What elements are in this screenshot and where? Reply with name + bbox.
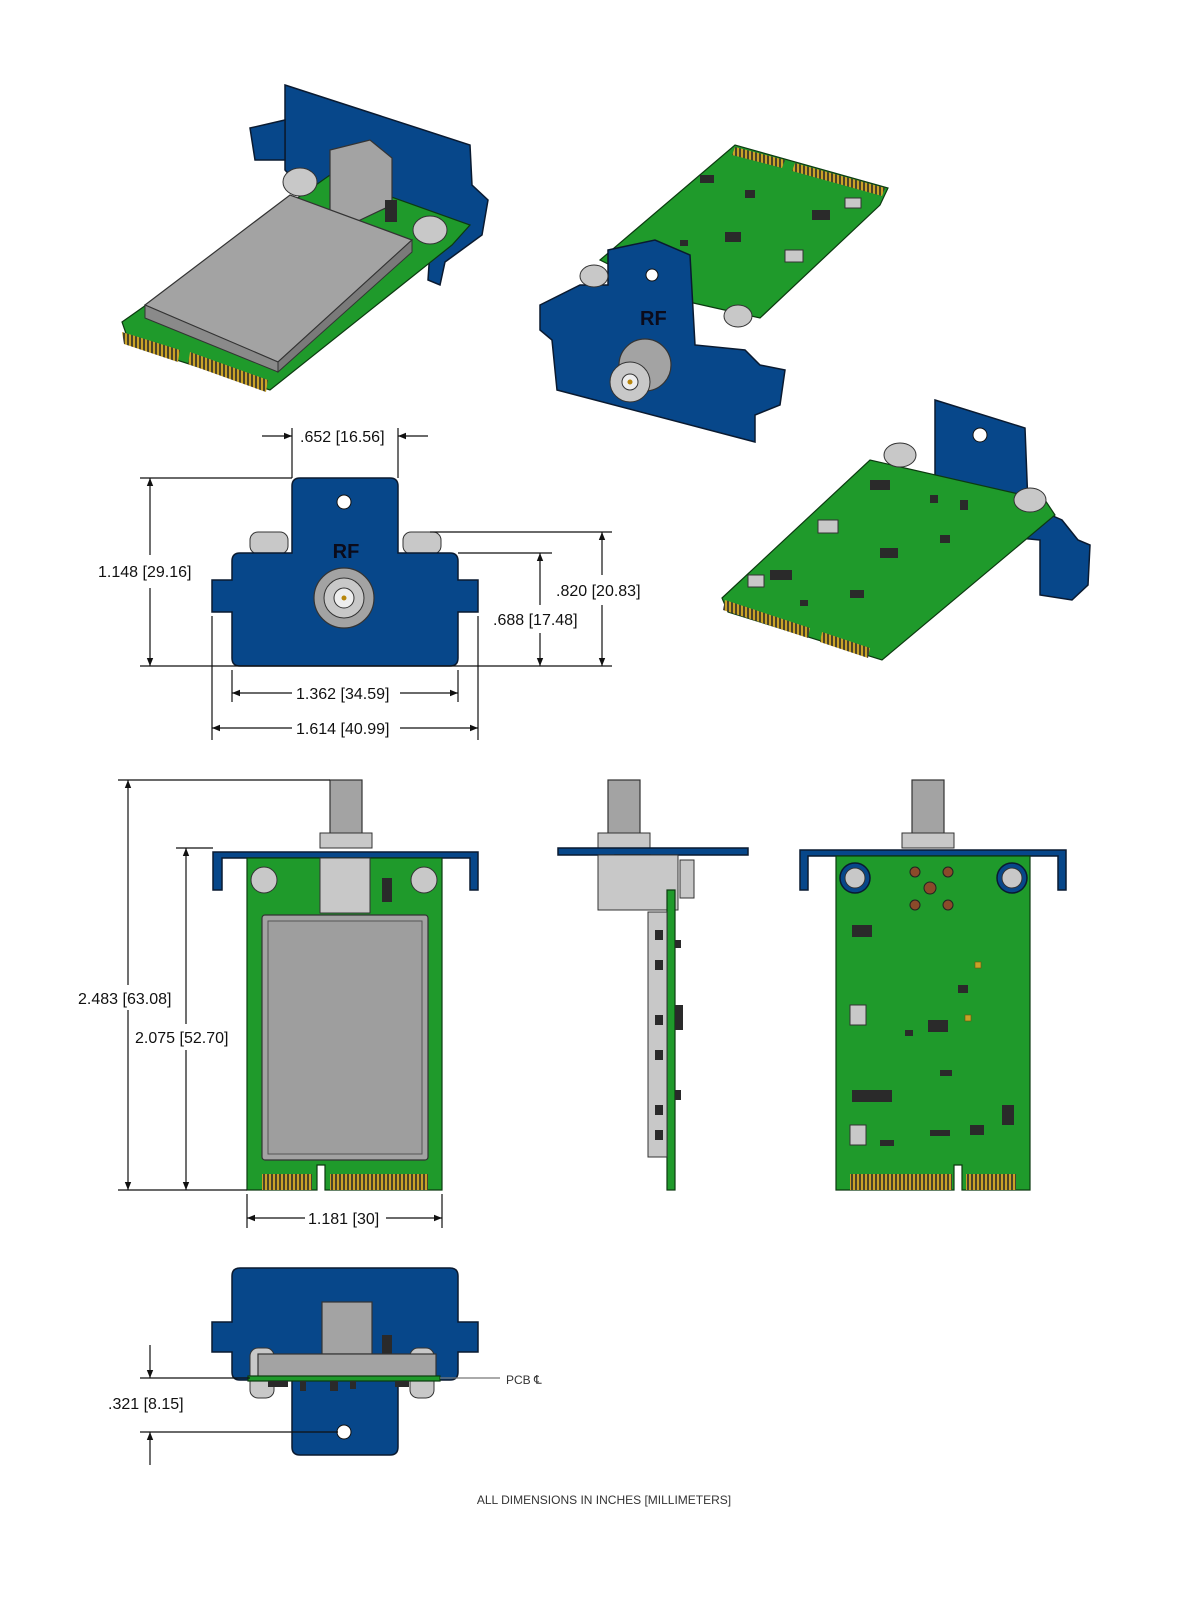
svg-text:.321 [8.15]: .321 [8.15]: [108, 1396, 184, 1413]
dimension-body-height: .688 [17.48]: [458, 552, 578, 666]
dimension-pcb-to-hole: .321 [8.15]: [108, 1345, 338, 1465]
dimension-tab-width: .652 [16.56]: [262, 428, 428, 478]
svg-text:1.362 [34.59]: 1.362 [34.59]: [296, 686, 389, 703]
dimension-screw-height: .820 [20.83]: [430, 531, 641, 666]
svg-text:1.181 [30]: 1.181 [30]: [308, 1211, 379, 1228]
rf-marking: RF: [333, 541, 360, 563]
dimension-overall-length: 2.483 [63.08]: [78, 779, 330, 1191]
dimension-overall-width: 1.614 [40.99]: [211, 616, 479, 740]
svg-text:2.075 [52.70]: 2.075 [52.70]: [135, 1030, 228, 1047]
svg-text:2.483 [63.08]: 2.483 [63.08]: [78, 991, 171, 1008]
svg-text:.688 [17.48]: .688 [17.48]: [493, 612, 578, 629]
rf-marking-iso: RF: [640, 308, 667, 330]
top-view: [212, 779, 479, 1191]
units-note: ALL DIMENSIONS IN INCHES [MILLIMETERS]: [477, 1493, 731, 1507]
iso-view-shield-side: [121, 83, 489, 392]
dimension-card-length: 2.075 [52.70]: [135, 847, 228, 1190]
svg-text:.820 [20.83]: .820 [20.83]: [556, 583, 641, 600]
dimension-body-width: 1.362 [34.59]: [231, 670, 459, 703]
svg-text:1.614 [40.99]: 1.614 [40.99]: [296, 721, 389, 738]
dimension-overall-height: 1.148 [29.16]: [98, 477, 612, 667]
side-view: [557, 779, 749, 1191]
svg-text:1.148 [29.16]: 1.148 [29.16]: [98, 564, 191, 581]
pcb-centerline-label: PCB ℄: [506, 1373, 542, 1387]
dimension-card-width: 1.181 [30]: [246, 1194, 443, 1228]
iso-view-component-side: [721, 398, 1091, 661]
bottom-view: [799, 779, 1067, 1191]
end-view: PCB ℄: [211, 1267, 542, 1456]
iso-view-connector-face: RF: [539, 144, 889, 443]
front-view: RF: [211, 477, 479, 667]
svg-text:.652 [16.56]: .652 [16.56]: [300, 429, 385, 446]
